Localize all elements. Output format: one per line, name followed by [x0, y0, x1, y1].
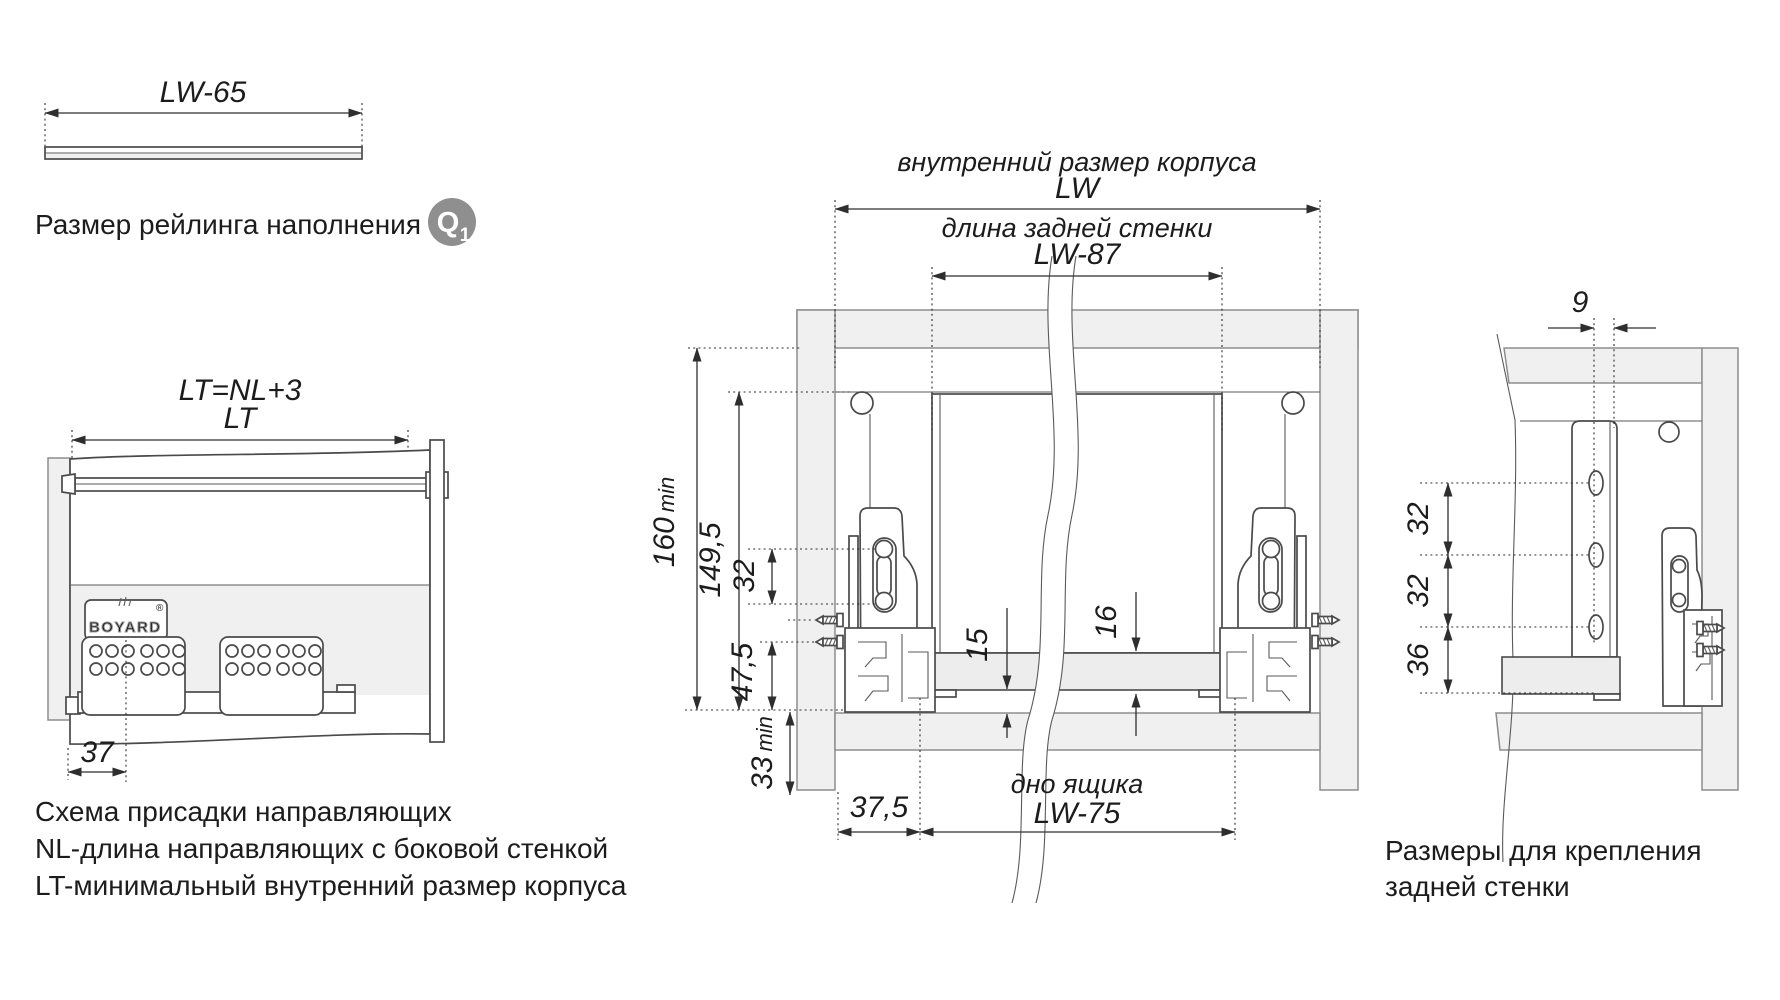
- q1-badge-sub: 1: [460, 225, 471, 246]
- drawer-front-edge: [429, 439, 445, 743]
- inner-width-title: внутренний размер корпуса: [897, 147, 1256, 177]
- boyard-logo-plate: BOYARD ®: [84, 596, 168, 641]
- height-149-label: 149,5: [694, 522, 727, 597]
- drawer-bottom-title: дно ящика: [1011, 769, 1143, 799]
- back-wall-label: LW-87: [1034, 238, 1122, 271]
- offset-37-label: 37: [80, 736, 115, 769]
- cabinet-back-wall: [1701, 347, 1739, 791]
- lt-formula-label: LT=NL+3: [179, 374, 302, 407]
- mount-hole-bottom: [1588, 614, 1604, 640]
- back-wall-captions: Размеры для крепления задней стенки: [1385, 835, 1702, 902]
- inner-width-label: LW: [1055, 172, 1102, 205]
- caption-line-3: LT-минимальный внутренний размер корпуса: [35, 870, 627, 901]
- side-view-diagram: LT=NL+3 LT BOYARD ®: [47, 374, 449, 782]
- side-view-captions: Схема присадки направляющих NL-длина нап…: [35, 796, 627, 901]
- q1-badge-icon: [428, 198, 476, 246]
- rail-dim-label: LW-65: [160, 76, 247, 109]
- below-33min-label: 33min: [746, 716, 779, 790]
- offset-9-label: 9: [1572, 286, 1589, 319]
- back-bracket-assembly: [1661, 527, 1725, 707]
- break-line-gap: [1012, 256, 1079, 903]
- hole-spacing-32-label: 32: [728, 559, 761, 593]
- drawer-bottom-board-side: [1501, 656, 1621, 701]
- rail-caption: Размер рейлинга наполнения: [35, 209, 421, 240]
- front-view-diagram: внутренний размер корпуса LW длина задне…: [648, 147, 1359, 904]
- break-line: [1496, 333, 1517, 863]
- back-wall-diagram: 9 32 32 36: [1402, 286, 1739, 863]
- caption-line-2: NL-длина направляющих с боковой стенкой: [35, 833, 608, 864]
- q1-badge-letter: Q: [437, 207, 460, 239]
- rail-size-diagram: LW-65: [44, 76, 363, 160]
- back-caption-line-1: Размеры для крепления: [1385, 835, 1702, 866]
- cabinet-bottom-panel: [834, 712, 1321, 751]
- brand-reg-mark: ®: [156, 603, 164, 614]
- hole-plate-rear: [219, 636, 324, 716]
- gap-15-label: 15: [961, 628, 994, 662]
- spacing-36-label: 36: [1402, 643, 1435, 677]
- drawer-bottom-label: LW-75: [1034, 797, 1121, 830]
- hole-plate-front: [81, 636, 186, 716]
- thickness-16-label: 16: [1090, 605, 1123, 639]
- drawer-back-panel-side: [1571, 420, 1618, 658]
- cabinet-front-edge: [47, 457, 71, 721]
- back-caption-line-2: задней стенки: [1385, 871, 1570, 902]
- lt-label: LT: [224, 402, 259, 435]
- rail-size-caption: Размер рейлинга наполнения Q 1: [35, 198, 476, 246]
- side-offset-375-label: 37,5: [850, 791, 909, 824]
- back-wall-title: длина задней стенки: [942, 213, 1213, 243]
- brand-text: BOYARD: [89, 619, 162, 636]
- roller-icon: [1658, 421, 1680, 443]
- cabinet-top-panel: [796, 309, 1359, 349]
- mount-hole-top: [1588, 470, 1604, 496]
- screw-height-475-label: 47,5: [726, 642, 759, 701]
- cabinet-left-wall: [796, 309, 836, 791]
- cabinet-right-wall: [1319, 309, 1359, 791]
- caption-line-1: Схема присадки направляющих: [35, 796, 452, 827]
- height-160-label: 160min: [648, 477, 681, 568]
- spacing-32-mid-label: 32: [1402, 574, 1435, 608]
- mount-hole-mid: [1588, 542, 1604, 568]
- cabinet-bottom-panel-side: [1495, 712, 1703, 751]
- cabinet-top-panel-side: [1503, 347, 1703, 384]
- spacing-32-top-label: 32: [1402, 502, 1435, 536]
